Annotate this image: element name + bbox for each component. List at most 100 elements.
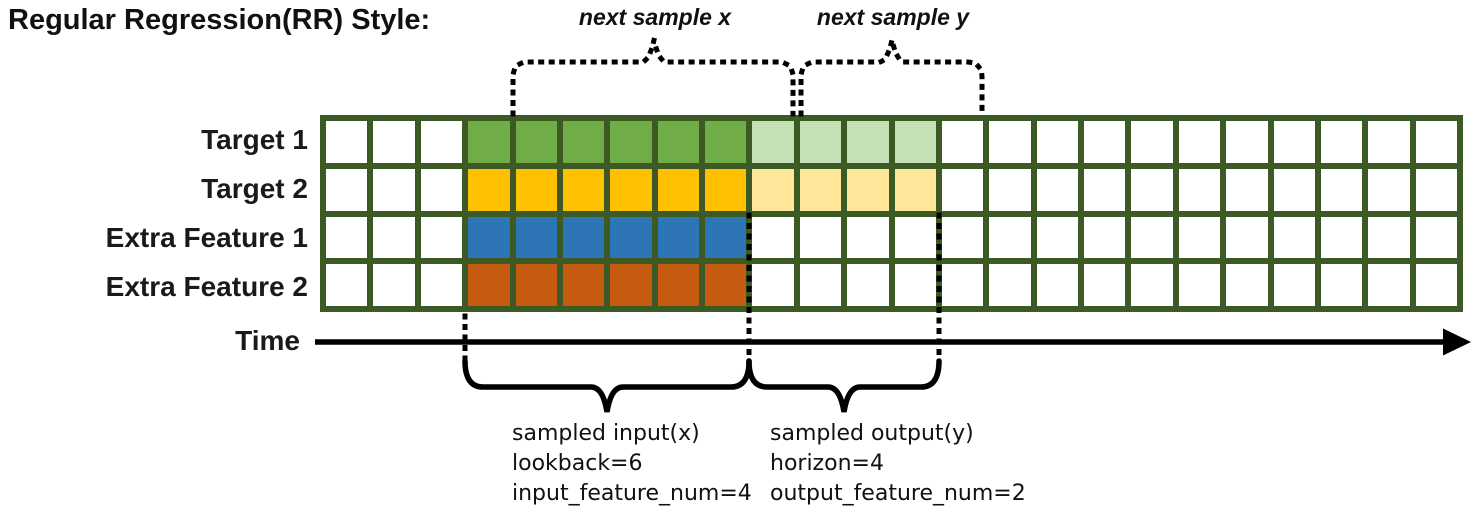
grid-cell [1178, 121, 1221, 163]
grid-cell [1131, 168, 1173, 211]
grid-cell [705, 168, 747, 211]
grid-cell [1084, 264, 1126, 306]
grid-cell [1036, 216, 1078, 259]
grid-cell [847, 121, 889, 163]
sampled-input-caption: sampled input(x) lookback=6 input_featur… [512, 419, 752, 509]
grid-cell [1226, 168, 1268, 211]
grid-cell [1036, 168, 1078, 211]
sampled-output-line2: horizon=4 [770, 451, 884, 476]
grid-cell [373, 264, 415, 306]
grid-cell [989, 168, 1031, 211]
next-sample-y-label: next sample y [816, 4, 970, 30]
grid-cell [373, 121, 415, 163]
grid-cell [610, 121, 652, 163]
grid-cell [373, 168, 415, 211]
grid-cell [989, 121, 1031, 163]
grid-cell [1320, 168, 1363, 211]
grid-cell [1226, 264, 1268, 306]
row-label-target-1: Target 1 [201, 123, 308, 155]
grid-cell [420, 168, 463, 211]
grid-cell [1415, 121, 1457, 163]
grid-cell [941, 264, 984, 306]
grid-cell [847, 168, 889, 211]
sampled-input-line1: sampled input(x) [512, 421, 700, 446]
grid-cell [1226, 121, 1268, 163]
grid-cell [515, 121, 557, 163]
grid-cell [989, 264, 1031, 306]
time-axis-arrow [315, 328, 1471, 356]
grid-cell [562, 121, 605, 163]
grid-cell [799, 216, 842, 259]
grid-cell [1273, 216, 1315, 259]
grid-cell [752, 121, 794, 163]
grid-cell [420, 216, 463, 259]
row-label-target-2: Target 2 [201, 172, 308, 204]
grid-cell [1368, 168, 1410, 211]
grid-cell [1084, 168, 1126, 211]
grid-cell [1415, 216, 1457, 259]
grid-cell [326, 168, 368, 211]
grid-cell [326, 121, 368, 163]
grid-cell [1273, 121, 1315, 163]
grid-cell [847, 216, 889, 259]
sampled-input-line2: lookback=6 [512, 451, 643, 476]
grid-cell [989, 216, 1031, 259]
grid-cell [941, 216, 984, 259]
grid-cell [1273, 264, 1315, 306]
grid-cell [562, 264, 605, 306]
grid-cell [468, 264, 510, 306]
grid-cell [610, 216, 652, 259]
next-sample-x-label: next sample x [578, 4, 732, 30]
grid-cell [799, 121, 842, 163]
grid-cell [1131, 121, 1173, 163]
grid-cell [1368, 121, 1410, 163]
grid-cell [1320, 121, 1363, 163]
grid-cell [1415, 168, 1457, 211]
underbrace-sampled-output [746, 358, 942, 413]
grid-cell [610, 264, 652, 306]
grid-cell [1084, 121, 1126, 163]
time-axis-label: Time [235, 325, 300, 356]
grid-cell [1178, 216, 1221, 259]
grid-cell [657, 216, 699, 259]
row-label-extra-feature-2: Extra Feature 2 [105, 271, 308, 303]
grid-cell [799, 264, 842, 306]
grid-cell [515, 168, 557, 211]
grid-cell [468, 216, 510, 259]
grid-cell [894, 121, 936, 163]
grid-cell [1131, 216, 1173, 259]
grid-cell [326, 264, 368, 306]
sampled-input-line3: input_feature_num=4 [512, 481, 752, 506]
grid-cell [468, 168, 510, 211]
grid-cell [326, 216, 368, 259]
timeseries-grid [320, 115, 1463, 312]
grid-cell [1178, 168, 1221, 211]
grid-cell [705, 216, 747, 259]
grid-cell [562, 216, 605, 259]
grid-cell [1226, 216, 1268, 259]
grid-cell [1036, 121, 1078, 163]
underbrace-sampled-input [462, 358, 752, 413]
page-title: Regular Regression(RR) Style: [8, 4, 431, 36]
grid-cell [894, 216, 936, 259]
grid-cell [1273, 168, 1315, 211]
grid-cell [1036, 264, 1078, 306]
row-label-extra-feature-1: Extra Feature 1 [105, 222, 308, 254]
grid-cell [752, 216, 794, 259]
grid-cell [847, 264, 889, 306]
grid-cell [941, 121, 984, 163]
grid-cell [705, 121, 747, 163]
row-labels: Target 1 Target 2 Extra Feature 1 Extra … [0, 115, 308, 312]
grid-cell [562, 168, 605, 211]
grid-cell [1320, 216, 1363, 259]
grid-cell [515, 264, 557, 306]
overbrace-next-sample-x [510, 39, 796, 117]
grid-cell [468, 121, 510, 163]
grid-cell [515, 216, 557, 259]
grid-cell [1368, 264, 1410, 306]
grid-cell [894, 168, 936, 211]
grid-cell [420, 121, 463, 163]
grid-cell [1415, 264, 1457, 306]
grid-cell [1131, 264, 1173, 306]
grid-cell [610, 168, 652, 211]
